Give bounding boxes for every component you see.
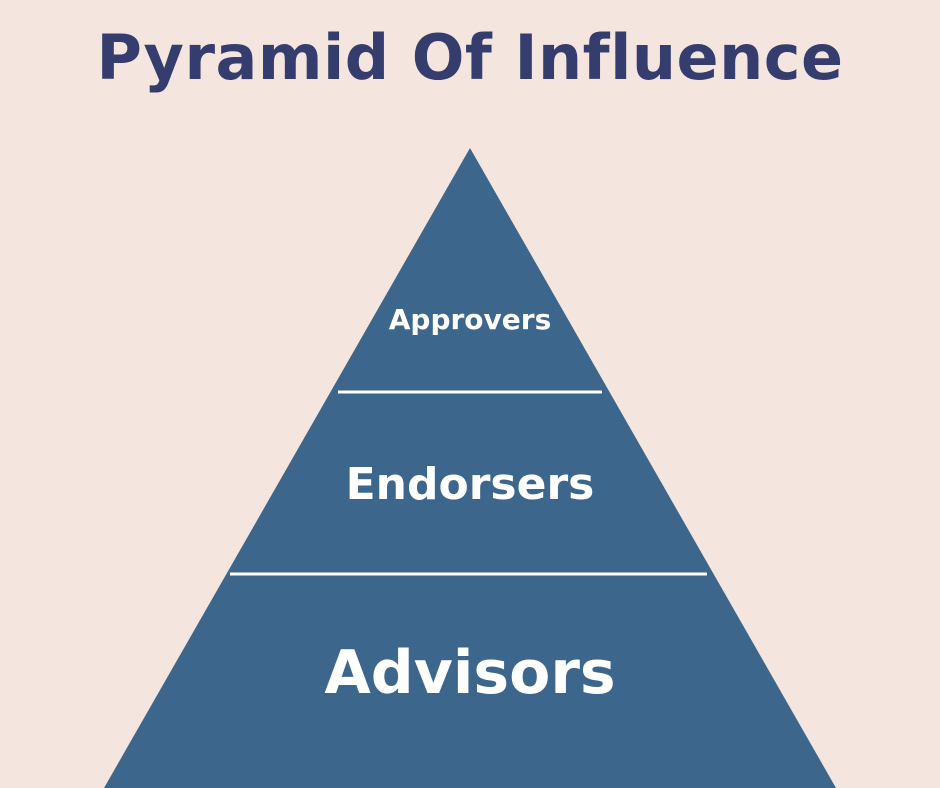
tier-label-approvers: Approvers	[388, 303, 552, 336]
tier-label-endorsers: Endorsers	[345, 459, 595, 510]
page-title: Pyramid Of Influence	[96, 21, 844, 94]
pyramid-shape	[104, 148, 836, 788]
tier-label-advisors: Advisors	[324, 638, 616, 708]
